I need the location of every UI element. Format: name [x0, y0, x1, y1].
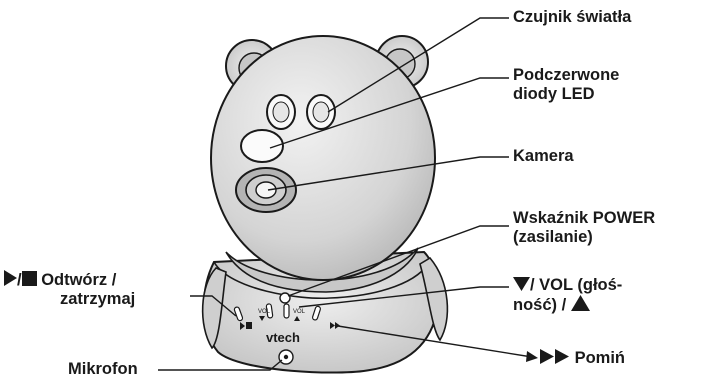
triangle-up-icon — [571, 295, 590, 311]
label-ir-leds-line1: Podczerwone — [513, 66, 619, 85]
label-volume-line1: / VOL (głoś- — [513, 276, 622, 295]
skip-arrowhead — [526, 351, 538, 362]
label-microphone: Mikrofon — [68, 360, 138, 379]
label-skip-text: Pomiń — [575, 349, 625, 367]
vol-up-key — [284, 304, 289, 318]
label-play-stop: / Odtwórz / zatrzymaj — [4, 270, 135, 309]
label-play-stop-text1: Odtwórz / — [41, 271, 116, 289]
triangle-down-icon — [513, 276, 530, 291]
vol-up-text: VOL — [293, 309, 306, 315]
vol-down-text: VOL — [258, 309, 271, 315]
label-power-indicator: Wskaźnik POWER (zasilanie) — [513, 209, 655, 247]
play-icon — [4, 270, 17, 286]
bear-head — [211, 36, 435, 280]
label-volume-text1: / VOL (głoś- — [530, 276, 622, 294]
power-indicator-led — [280, 293, 290, 303]
label-play-stop-line1: / Odtwórz / — [4, 270, 135, 290]
stop-icon — [22, 271, 37, 286]
stop-mini-icon — [246, 322, 252, 329]
label-skip: Pomiń — [540, 349, 625, 368]
label-power-line1: Wskaźnik POWER — [513, 209, 655, 228]
label-ir-leds-line2: diody LED — [513, 85, 619, 104]
camera-lens — [236, 168, 296, 212]
label-camera: Kamera — [513, 147, 574, 166]
label-volume-text2: ność) / — [513, 296, 566, 314]
fast-forward-icon — [540, 349, 570, 364]
brand-logo: vtech — [266, 330, 300, 345]
label-power-line2: (zasilanie) — [513, 228, 655, 247]
label-ir-leds: Podczerwone diody LED — [513, 66, 619, 104]
label-light-sensor: Czujnik światła — [513, 8, 631, 27]
label-play-stop-line2: zatrzymaj — [4, 290, 135, 309]
label-volume-line2: ność) / — [513, 295, 622, 315]
label-volume: / VOL (głoś- ność) / — [513, 276, 622, 315]
